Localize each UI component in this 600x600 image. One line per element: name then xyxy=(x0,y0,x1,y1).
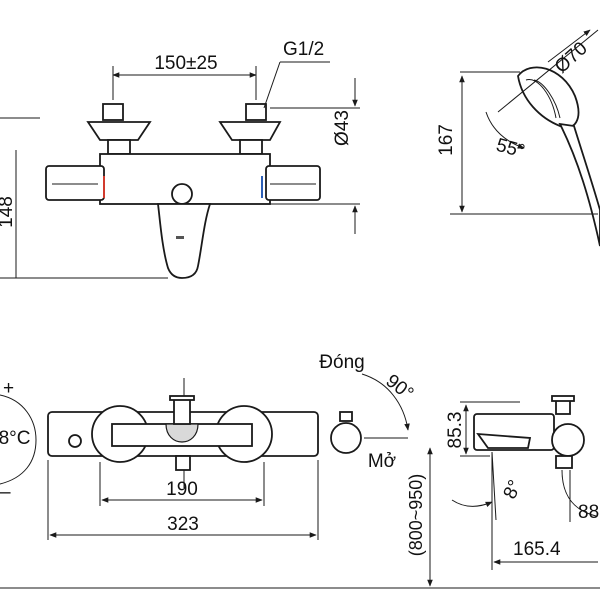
dial-temp: 38°C xyxy=(0,428,30,449)
dim-150: 150±25 xyxy=(154,53,217,74)
dim-70: Ø70 xyxy=(551,38,592,78)
label-mo: Mở xyxy=(368,451,396,472)
shower-head xyxy=(517,66,580,129)
dim-167: 167 xyxy=(436,124,457,156)
dim-800-950: (800~950) xyxy=(406,474,426,557)
front-view xyxy=(45,103,321,279)
dim-90: 90° xyxy=(382,371,418,405)
bottom-side-view xyxy=(451,395,598,570)
dim-190: 190 xyxy=(166,479,198,500)
temperature-dial xyxy=(0,394,37,485)
dial-minus: – xyxy=(0,482,11,503)
left-handle xyxy=(45,165,105,201)
right-inlet xyxy=(218,103,282,155)
hand-shower-view xyxy=(450,29,600,247)
side-spout xyxy=(476,432,532,449)
dim-323: 323 xyxy=(167,514,199,535)
dim-165: 165.4 xyxy=(513,539,561,560)
dim-55: 55° xyxy=(494,135,527,163)
bottom-front-view xyxy=(47,378,319,540)
bottom-outlet xyxy=(175,455,191,471)
dial-plus: + xyxy=(3,378,14,399)
label-dong: Đóng xyxy=(319,352,364,373)
diverter-knob xyxy=(171,183,193,205)
dim-43: Ø43 xyxy=(332,110,353,146)
front-view-dimensions xyxy=(0,61,360,279)
dim-8: 8° xyxy=(500,477,527,502)
dim-88: 88 xyxy=(578,502,599,523)
dim-148: 148 xyxy=(0,196,17,228)
top-outlet xyxy=(173,397,191,425)
shower-handle xyxy=(558,122,600,247)
side-knob xyxy=(551,423,585,457)
dim-85: 85.3 xyxy=(445,412,466,449)
left-inlet xyxy=(86,103,152,155)
spout xyxy=(156,203,212,279)
right-handle xyxy=(265,165,321,201)
valve-side-view xyxy=(0,373,600,589)
dim-thread: G1/2 xyxy=(283,39,324,60)
valve-circle xyxy=(330,422,362,454)
